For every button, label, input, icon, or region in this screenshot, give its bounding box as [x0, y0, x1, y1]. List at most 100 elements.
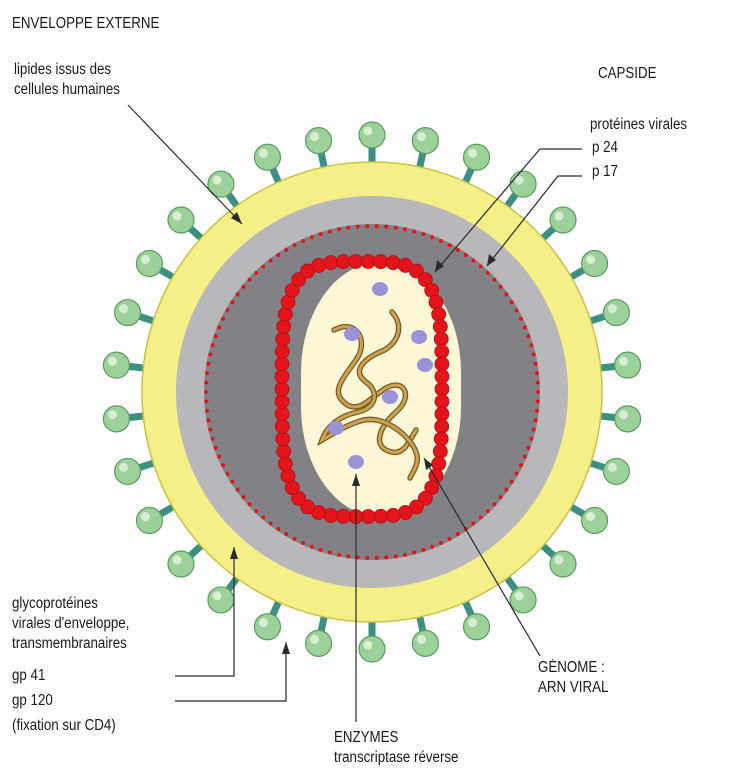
knob-highlight — [141, 512, 150, 521]
envelope-title: ENVELOPPE EXTERNE — [12, 14, 159, 34]
p17-dot — [430, 235, 434, 239]
p17-dot — [276, 253, 280, 257]
p17-dot — [208, 428, 212, 432]
p24-bead — [374, 255, 388, 269]
p17-dot — [204, 381, 208, 385]
p17-dot — [328, 551, 332, 555]
p17-dot — [412, 229, 416, 233]
knob-highlight — [364, 641, 373, 650]
p17-dot — [346, 226, 350, 230]
p17-dot — [225, 472, 229, 476]
gp120-knob — [615, 406, 641, 432]
knob-highlight — [554, 212, 563, 221]
gp120-knob — [136, 508, 162, 534]
p24-bead — [275, 345, 289, 359]
p17-dot — [421, 548, 425, 552]
gp120-label: gp 120 — [12, 691, 53, 711]
p17-dot — [206, 362, 210, 366]
knob-highlight — [417, 635, 426, 644]
p24-bead — [278, 457, 292, 471]
p17-dot — [492, 502, 496, 506]
p17-dot — [526, 446, 530, 450]
p17-dot — [486, 271, 490, 275]
enzyme-particle — [382, 390, 398, 404]
p17-dot — [205, 371, 209, 375]
gp120-knob — [168, 207, 194, 233]
gp120-knob — [550, 207, 576, 233]
p17-dot — [523, 455, 527, 459]
enzyme-particle — [328, 421, 344, 435]
lipids-label: lipides issus des cellules humaines — [14, 60, 120, 100]
p17-dot — [523, 325, 527, 329]
gp120-knob — [603, 458, 629, 484]
enzyme-particle — [372, 282, 388, 296]
p24-bead — [432, 457, 446, 471]
knob-highlight — [619, 357, 628, 366]
p24-bead — [435, 345, 449, 359]
p17-dot — [206, 418, 210, 422]
p17-dot — [394, 226, 398, 230]
knob-highlight — [468, 149, 477, 158]
p17-dot — [269, 521, 273, 525]
p24-bead — [434, 332, 448, 346]
p17-dot — [456, 248, 460, 252]
knob-highlight — [619, 410, 628, 419]
gp120-knob — [412, 630, 438, 656]
p24-bead — [336, 255, 350, 269]
p24-bead — [281, 469, 295, 483]
gp120-knob — [615, 352, 641, 378]
p24-bead — [435, 370, 449, 384]
gp120-knob — [208, 587, 234, 613]
p17-dot — [510, 480, 514, 484]
knob-highlight — [119, 463, 128, 472]
knob-highlight — [173, 212, 182, 221]
p17-dot — [534, 362, 538, 366]
viral-proteins-label: protéines virales — [590, 115, 687, 135]
p24-bead — [435, 357, 449, 371]
p24-bead — [435, 419, 449, 433]
gp120-knob — [359, 636, 385, 662]
p17-dot — [346, 554, 350, 558]
p17-dot — [375, 224, 379, 228]
p24-bead — [435, 382, 449, 396]
p17-dot — [536, 381, 540, 385]
p17-dot — [375, 556, 379, 560]
p17-dot — [337, 553, 341, 557]
p24-bead — [433, 444, 447, 458]
p17-dot — [536, 399, 540, 403]
knob-highlight — [586, 512, 595, 521]
p17-dot — [499, 495, 503, 499]
p17-dot — [439, 541, 443, 545]
gp120-knob — [582, 251, 608, 277]
p24-bead — [277, 320, 291, 334]
p17-dot — [211, 437, 215, 441]
p17-dot — [529, 343, 533, 347]
p24-bead — [336, 509, 350, 523]
knob-highlight — [515, 591, 524, 600]
p17-dot — [211, 343, 215, 347]
p17-dot — [230, 480, 234, 484]
p17-dot — [447, 243, 451, 247]
p17-dot — [254, 271, 258, 275]
knob-highlight — [108, 410, 117, 419]
knob-highlight — [364, 127, 373, 136]
p17-dot — [248, 502, 252, 506]
p24-bead — [312, 258, 326, 272]
leader-gp120 — [175, 642, 286, 701]
knob-highlight — [173, 555, 182, 564]
knob-highlight — [586, 255, 595, 264]
p24-bead — [324, 508, 338, 522]
gp120-knob — [254, 144, 280, 170]
p24-bead — [275, 394, 289, 408]
p17-dot — [421, 232, 425, 236]
p24-bead — [275, 370, 289, 384]
p17-dot — [510, 300, 514, 304]
p24-bead — [435, 394, 449, 408]
p17-dot — [236, 292, 240, 296]
p17-dot — [471, 259, 475, 263]
p17-dot — [319, 232, 323, 236]
p17-dot — [504, 292, 508, 296]
p17-dot — [337, 227, 341, 231]
p17-dot — [515, 472, 519, 476]
p17-dot — [535, 371, 539, 375]
